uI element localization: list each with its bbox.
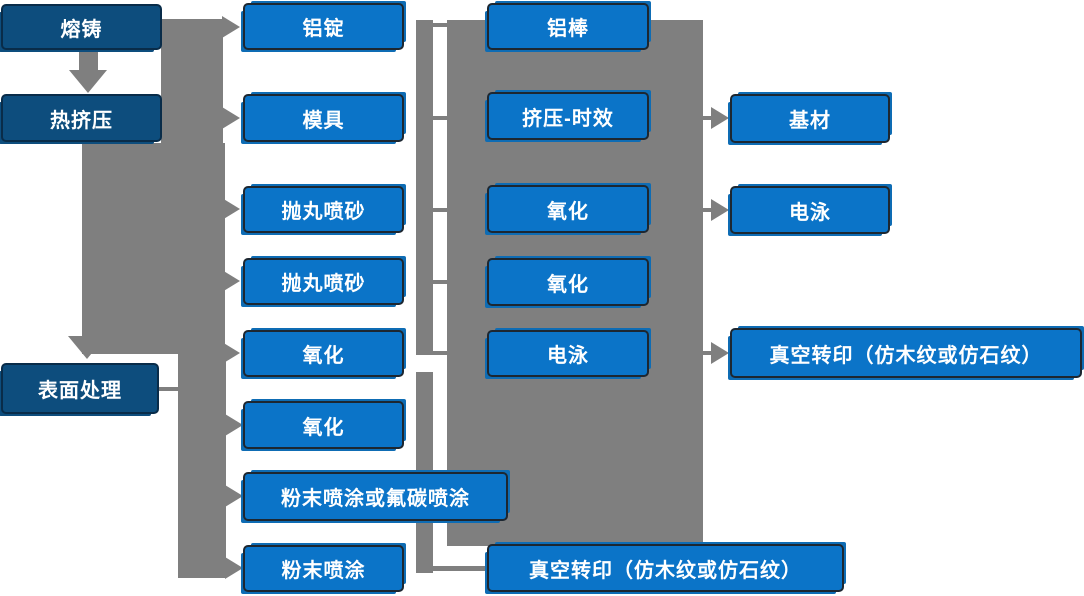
arrow-down-icon: [68, 336, 106, 359]
connector-link: [433, 280, 449, 284]
node-melting-casting: 熔铸: [1, 4, 162, 50]
connector-link: [433, 208, 449, 212]
node-base-material: 基材: [730, 94, 890, 143]
node-shot-blasting-1: 抛丸喷砂: [243, 186, 404, 233]
node-aluminum-ingot: 铝锭: [243, 3, 404, 50]
node-vacuum-transfer-right: 真空转印（仿木纹或仿石纹）: [730, 328, 1082, 378]
connector-band-upper: [416, 20, 433, 355]
node-label: 真空转印（仿木纹或仿石纹）: [529, 559, 802, 582]
node-label: 粉末喷涂: [281, 560, 366, 582]
arrow-right-icon: [222, 198, 240, 220]
node-aluminum-rod: 铝棒: [487, 3, 649, 50]
arrow-down-icon: [69, 70, 107, 93]
node-label: 氧化: [302, 345, 345, 367]
node-label: 铝棒: [547, 18, 589, 40]
node-electrophoresis: 电泳: [487, 330, 649, 377]
node-label: 热挤压: [50, 109, 113, 132]
connector-surface-stub: [158, 387, 180, 391]
node-label: 铝锭: [302, 18, 345, 40]
node-electrophoresis-right: 电泳: [730, 186, 890, 234]
node-label: 模具: [302, 109, 345, 132]
connector-link: [433, 23, 449, 27]
node-label: 熔铸: [60, 18, 103, 41]
arrow-right-shaft: [700, 208, 712, 212]
node-surface-treatment: 表面处理: [1, 363, 159, 414]
node-label: 氧化: [547, 200, 589, 223]
arrow-right-icon: [222, 270, 240, 292]
node-oxidation-1: 氧化: [243, 330, 404, 377]
connector-trunk-upper: [161, 19, 223, 145]
node-powder-spray: 粉末喷涂: [243, 545, 404, 592]
arrow-right-icon: [711, 107, 729, 129]
node-label: 表面处理: [38, 380, 122, 402]
arrow-down-shaft: [79, 48, 98, 74]
arrow-right-icon: [222, 16, 240, 38]
arrow-right-icon: [222, 107, 240, 129]
node-label: 电泳: [789, 201, 831, 224]
arrow-right-shaft: [700, 116, 712, 120]
node-label: 氧化: [547, 273, 589, 296]
node-oxidation-a: 氧化: [487, 185, 649, 233]
connector-link: [433, 116, 449, 120]
node-label: 电泳: [547, 345, 589, 367]
node-powder-or-fluorocarbon-spray: 粉末喷涂或氟碳喷涂: [243, 472, 508, 521]
node-label: 粉末喷涂或氟碳喷涂: [281, 488, 470, 510]
connector-left-block: [82, 143, 225, 354]
node-label: 氧化: [302, 416, 345, 439]
arrow-right-icon: [225, 485, 243, 507]
node-extrusion-aging: 挤压-时效: [487, 92, 649, 140]
arrow-right-icon: [222, 342, 240, 364]
node-vacuum-transfer-bottom: 真空转印（仿木纹或仿石纹）: [487, 544, 844, 592]
node-oxidation-2: 氧化: [243, 401, 404, 449]
arrow-right-icon: [711, 342, 729, 364]
node-label: 基材: [789, 110, 831, 132]
node-label: 抛丸喷砂: [281, 273, 366, 295]
node-mold: 模具: [243, 94, 404, 142]
node-hot-extrusion: 热挤压: [1, 94, 162, 142]
connector-trunk-lower: [178, 353, 226, 578]
node-label: 抛丸喷砂: [281, 201, 366, 223]
arrow-right-icon: [225, 557, 243, 579]
connector-link: [433, 351, 449, 355]
node-shot-blasting-2: 抛丸喷砂: [243, 258, 404, 305]
node-label: 挤压-时效: [522, 107, 614, 130]
arrow-right-icon: [225, 414, 243, 436]
arrow-right-shaft: [700, 351, 712, 355]
arrow-right-icon: [711, 199, 729, 221]
node-oxidation-b: 氧化: [487, 258, 649, 306]
connector-link: [433, 566, 490, 571]
node-label: 真空转印（仿木纹或仿石纹）: [769, 344, 1043, 367]
